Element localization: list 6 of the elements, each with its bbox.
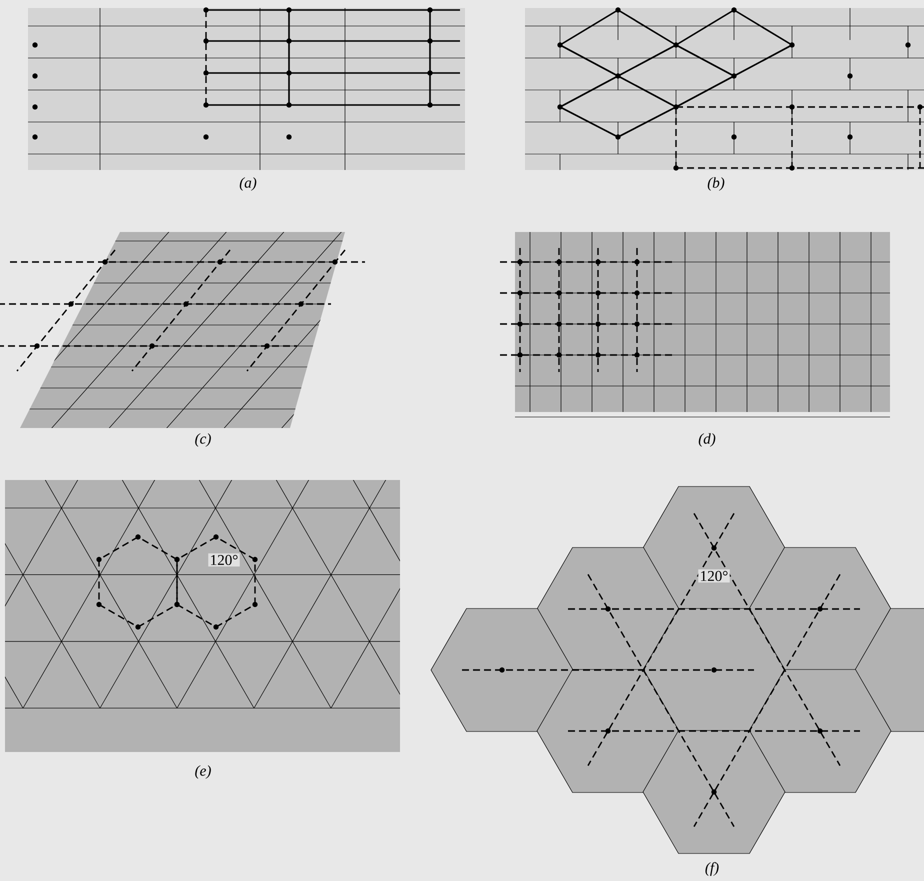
panel-label: (f) — [705, 862, 719, 876]
panel-label: (c) — [195, 433, 211, 447]
panel-label: (e) — [195, 765, 211, 779]
panel-label: (d) — [698, 433, 716, 447]
panel-label: (a) — [240, 177, 256, 191]
panel-label: (b) — [708, 177, 724, 191]
